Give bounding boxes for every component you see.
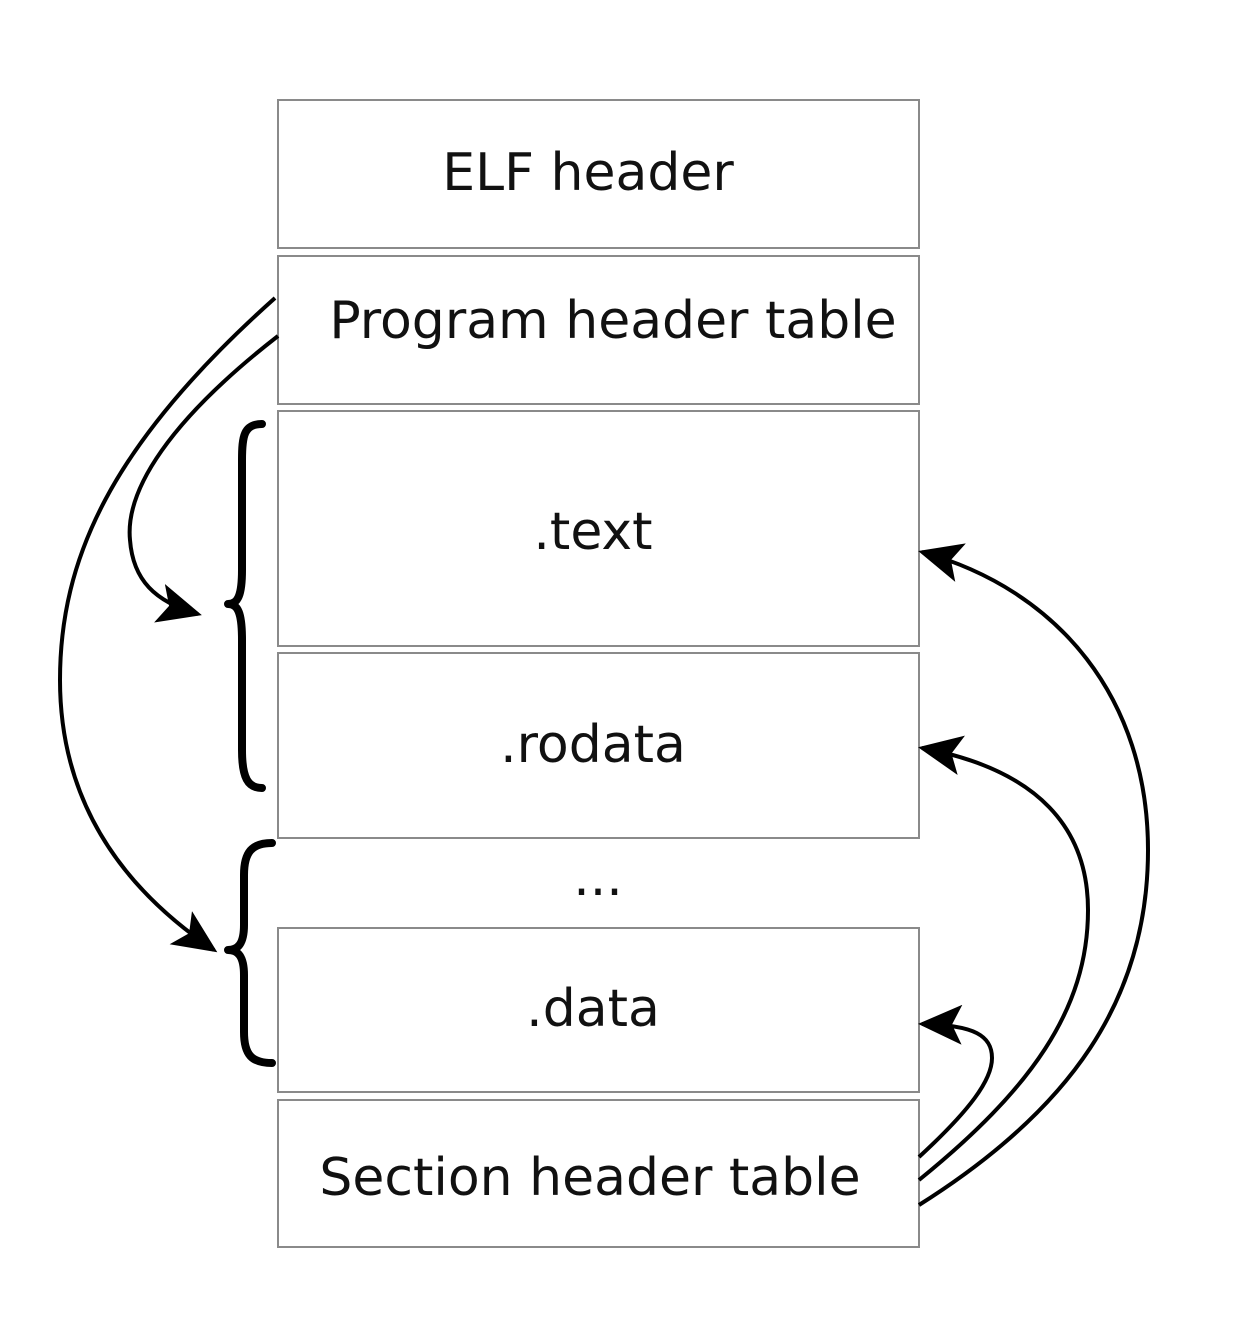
segment-brace-upper (224, 420, 266, 792)
data-section-label: .data (526, 979, 660, 1039)
section-header-table-block: Section header table (277, 1099, 920, 1248)
elf-header-block: ELF header (277, 99, 920, 249)
elf-header-label: ELF header (442, 143, 734, 203)
rodata-section-label: .rodata (500, 715, 686, 775)
arrow-section-header-to-rodata (917, 735, 1091, 1182)
arrow-program-header-to-upper-segment (127, 334, 280, 623)
text-section-label: .text (533, 502, 652, 562)
ellipsis-label: ... (573, 848, 623, 908)
segment-brace-lower (224, 839, 276, 1067)
program-header-table-block: Program header table (277, 255, 920, 405)
arrow-program-header-to-lower-segment (57, 296, 277, 953)
program-header-table-label: Program header table (329, 291, 896, 351)
section-header-table-label: Section header table (319, 1148, 860, 1208)
arrow-section-header-to-data (917, 1004, 995, 1159)
text-section-block: .text (277, 410, 920, 647)
rodata-section-block: .rodata (277, 652, 920, 839)
arrow-section-header-to-text (917, 543, 1151, 1207)
data-section-block: .data (277, 927, 920, 1093)
